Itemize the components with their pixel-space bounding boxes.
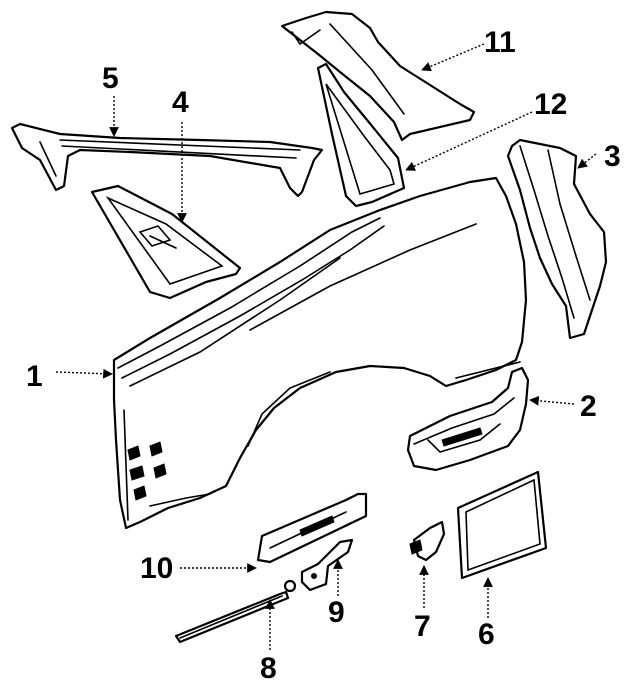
callout-2: 2	[580, 390, 597, 423]
part-10-fuel-door-housing[interactable]	[256, 492, 368, 564]
part-9-bracket[interactable]	[300, 538, 354, 592]
callout-11: 11	[484, 26, 516, 59]
part-7-clip[interactable]	[409, 520, 446, 562]
callout-1: 1	[26, 360, 43, 393]
part-1-quarter-panel[interactable]	[112, 176, 528, 530]
part-3-rear-extension[interactable]	[506, 138, 608, 340]
callout-4: 4	[172, 86, 189, 119]
part-12-rear-quarter-window[interactable]	[316, 62, 406, 208]
part-11-sail-panel[interactable]	[280, 10, 476, 142]
part-5-roof-rail-molding[interactable]	[10, 122, 324, 198]
callout-10: 10	[140, 552, 173, 585]
part-4-quarter-window-glass[interactable]	[90, 184, 242, 300]
callout-7: 7	[414, 610, 431, 643]
callout-3: 3	[604, 140, 621, 173]
part-6-fuel-door[interactable]	[456, 470, 548, 580]
part-8-side-molding[interactable]	[174, 579, 297, 644]
callout-9: 9	[328, 596, 345, 629]
callout-8: 8	[260, 652, 277, 685]
callout-leaders	[55, 43, 597, 650]
part-2-wheelhouse-bracket[interactable]	[406, 366, 530, 472]
callout-5: 5	[102, 62, 119, 95]
callout-6: 6	[478, 618, 495, 651]
callout-12: 12	[534, 88, 567, 121]
